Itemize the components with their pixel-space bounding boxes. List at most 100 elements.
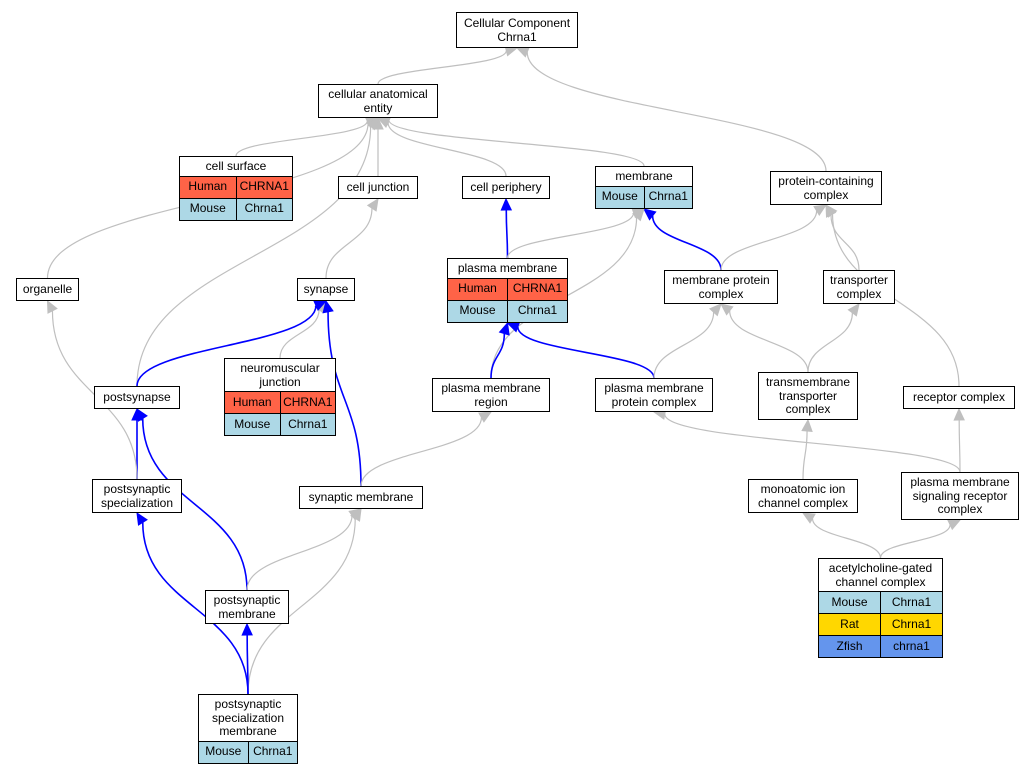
species-cell: Rat xyxy=(840,616,859,631)
node-protein-containing-complex[interactable]: protein-containing complex xyxy=(770,171,882,205)
node-monoatomic-ion-channel-complex[interactable]: monoatomic ion channel complex xyxy=(748,479,858,513)
edge-plasmamembrane-to-cellperiphery xyxy=(505,209,509,259)
node-label: membrane xyxy=(615,169,673,183)
arrowhead xyxy=(720,303,734,316)
gene-cell: Chrna1 xyxy=(880,614,942,635)
arrowhead xyxy=(953,407,965,421)
node-label: plasma membrane xyxy=(457,261,558,275)
species-cell: Human xyxy=(458,281,497,296)
node-label: transmembrane transporter complex xyxy=(765,375,851,416)
gene-cell: Chrna1 xyxy=(235,198,293,220)
node-label: plasma membrane protein complex xyxy=(604,381,704,409)
arrowhead xyxy=(322,299,334,314)
arrowhead xyxy=(136,407,148,422)
node-transmembrane-transporter-complex[interactable]: transmembrane transporter complex xyxy=(758,372,858,420)
node-label: plasma membrane signaling receptor compl… xyxy=(910,475,1010,516)
arrowhead xyxy=(813,204,828,216)
edge-synmem-to-pmr xyxy=(360,417,483,487)
edge-tmtc-to-mpc xyxy=(729,310,809,373)
species-cell: Mouse xyxy=(459,303,496,318)
species-row-mouse: Mouse Chrna1 xyxy=(180,197,293,220)
arrowhead xyxy=(46,299,58,314)
arrowhead xyxy=(801,512,816,524)
arrowhead xyxy=(631,208,645,222)
node-synapse[interactable]: synapse xyxy=(297,278,355,301)
node-postsynapse[interactable]: postsynapse xyxy=(94,386,180,409)
edge-cae-to-root xyxy=(377,50,507,85)
node-label: postsynaptic specialization xyxy=(100,482,174,510)
edge-pssm-to-psm xyxy=(246,634,249,695)
edge-achgcc-to-moicc xyxy=(811,518,882,559)
node-cellular-anatomical-entity[interactable]: cellular anatomical entity xyxy=(318,84,438,118)
gene-cell: CHRNA1 xyxy=(507,278,567,300)
species-cell: Mouse xyxy=(234,416,271,431)
node-label: organelle xyxy=(22,282,73,296)
arrowhead xyxy=(847,303,860,317)
species-cell: Mouse xyxy=(601,189,638,204)
node-cell-periphery[interactable]: cell periphery xyxy=(462,176,550,199)
edge-pcc-to-root xyxy=(526,52,827,172)
species-row-zfish: Zfish chrna1 xyxy=(819,635,942,657)
arrowhead xyxy=(825,204,838,218)
edge-tmtc-to-transporter xyxy=(807,312,853,373)
edge-plasmamembrane-to-membrane xyxy=(506,212,635,259)
node-plasma-membrane-region[interactable]: plasma membrane region xyxy=(432,378,550,412)
arrowhead xyxy=(506,321,521,333)
gene-cell: Chrna1 xyxy=(279,414,336,435)
gene-cell: chrna1 xyxy=(880,636,942,657)
edge-cellsurface-to-cae xyxy=(235,120,368,157)
edge-cellperiphery-to-cae xyxy=(387,122,507,177)
species-cell: Human xyxy=(232,394,272,409)
gene-cell: Chrna1 xyxy=(507,300,567,322)
node-label: postsynapse xyxy=(103,390,171,404)
node-label: protein-containing complex xyxy=(778,174,874,202)
edge-psm-to-synmem xyxy=(246,515,353,591)
edge-transporter-to-pcc xyxy=(830,214,860,271)
species-cell: Zfish xyxy=(836,638,863,653)
edge-pmpc-to-mpc xyxy=(653,312,715,379)
edge-psm-to-postsynapse xyxy=(141,418,248,591)
arrowhead xyxy=(366,197,379,212)
species-cell: Mouse xyxy=(189,201,226,216)
node-plasma-membrane-protein-complex[interactable]: plasma membrane protein complex xyxy=(595,378,713,412)
node-membrane-protein-complex[interactable]: membrane protein complex xyxy=(664,270,778,304)
node-cellular-component[interactable]: Cellular Component Chrna1 xyxy=(456,12,578,48)
node-organelle[interactable]: organelle xyxy=(16,278,79,301)
species-cell: Mouse xyxy=(205,744,242,759)
edge-moicc-to-tmtc xyxy=(802,430,808,480)
arrowhead xyxy=(500,197,513,211)
node-plasma-membrane-signaling-receptor-complex[interactable]: plasma membrane signaling receptor compl… xyxy=(901,472,1019,520)
node-postsynaptic-membrane[interactable]: postsynaptic membrane xyxy=(205,590,289,624)
gene-cell: Chrna1 xyxy=(643,186,693,208)
edge-synapse-to-celljunction xyxy=(325,208,373,279)
edge-achgcc-to-pmsrc xyxy=(879,524,951,559)
node-label: cell periphery xyxy=(470,180,542,194)
edge-postsynapse-to-cae xyxy=(136,126,372,387)
edge-pmr-to-plasmamembrane xyxy=(490,333,506,379)
species-row-mouse: Mouse Chrna1 xyxy=(225,413,335,435)
edge-pssm-to-pss xyxy=(141,522,249,695)
species-row-mouse: Mouse Chrna1 xyxy=(448,299,567,322)
node-postsynaptic-specialization[interactable]: postsynaptic specialization xyxy=(92,479,182,513)
arrowhead xyxy=(947,519,962,531)
arrowhead xyxy=(708,303,722,317)
edge-synmem-to-synapse xyxy=(327,311,362,487)
node-transporter-complex[interactable]: transporter complex xyxy=(823,270,895,304)
node-label: cell surface xyxy=(205,159,267,173)
edge-pssm-to-synmem xyxy=(247,518,356,695)
node-synaptic-membrane[interactable]: synaptic membrane xyxy=(299,486,423,509)
species-cell: Mouse xyxy=(831,594,868,609)
species-row-mouse: Mouse Chrna1 xyxy=(819,591,942,613)
node-cell-junction[interactable]: cell junction xyxy=(338,176,418,199)
arrowhead xyxy=(313,300,328,311)
node-receptor-complex[interactable]: receptor complex xyxy=(903,386,1015,409)
gene-cell: Chrna1 xyxy=(880,592,942,613)
